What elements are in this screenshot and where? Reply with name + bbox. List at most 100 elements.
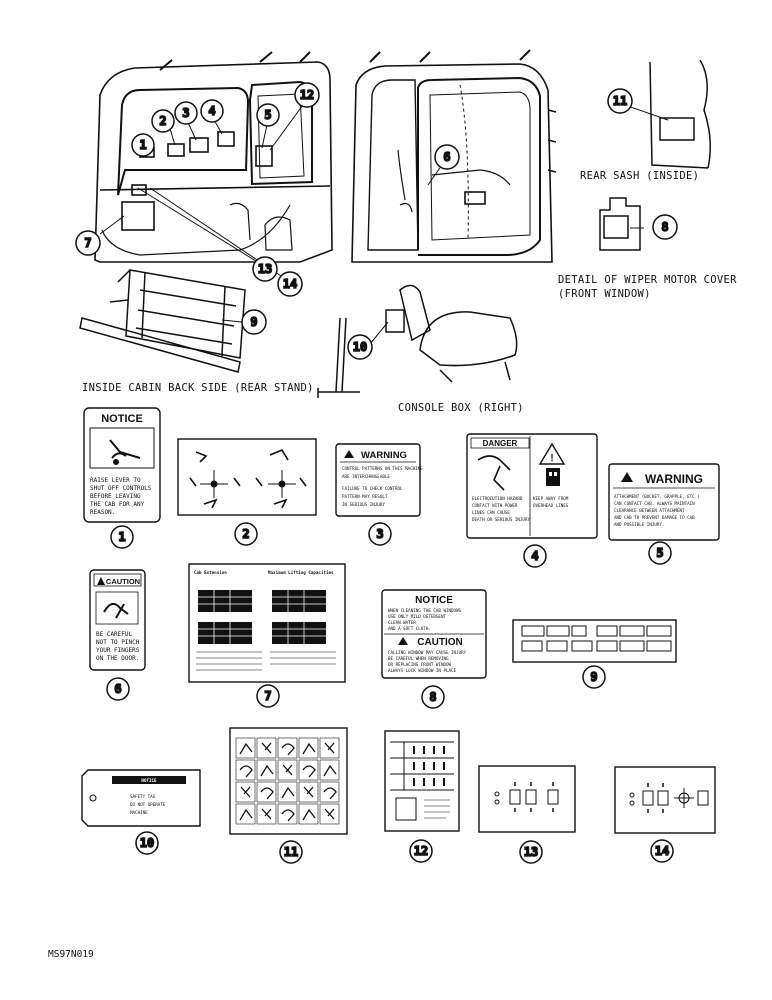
callout-13-decal: 13: [519, 840, 543, 864]
pictogram-cell: [256, 803, 277, 825]
svg-text:11: 11: [284, 845, 298, 859]
svg-text:1: 1: [139, 138, 146, 152]
callout-11-decal: 11: [279, 840, 303, 864]
decal-6-line: YOUR FINGERS: [96, 647, 140, 654]
svg-text:6: 6: [443, 150, 450, 164]
decal-11-pictogram-grid: [235, 737, 340, 825]
decal-6-title: CAUTION: [106, 577, 140, 586]
pictogram-cell: [298, 781, 319, 803]
leader-lines: [99, 97, 669, 345]
decal-3-title: WARNING: [361, 450, 407, 461]
callout-14-decal: 14: [650, 839, 674, 863]
caption-rear-sash: REAR SASH (INSIDE): [580, 170, 699, 182]
danger-exclamation-icon: !: [549, 453, 555, 464]
decal-7-tables: [198, 590, 326, 644]
console-box-view: [317, 284, 518, 398]
svg-text:14: 14: [283, 277, 297, 291]
svg-text:1: 1: [118, 530, 125, 544]
pictogram-figure: [282, 764, 293, 776]
caption-console-box: CONSOLE BOX (RIGHT): [398, 402, 524, 414]
svg-text:5: 5: [264, 108, 271, 122]
wiper-cover-detail: [599, 197, 641, 251]
decal-5: WARNING ATTACHMENT (BUCKET, GRAPPLE, ETC…: [608, 463, 720, 541]
decal-4-line: DEATH OR SERIOUS INJURY: [472, 517, 530, 522]
cab-door-side-view: [351, 49, 557, 263]
decal-1-line: BEFORE LEAVING: [90, 493, 141, 500]
pictogram-cell: [235, 781, 256, 803]
decal-1: NOTICE RAISE LEVER TO SHUT OFF CONTROLS …: [83, 407, 161, 523]
pictogram-cell: [256, 759, 277, 781]
decal-5-line: CLEARANCE BETWEEN ATTACHMENT: [614, 508, 685, 513]
decal-3-line: ARE INTERCHANGEABLE: [342, 474, 390, 479]
pictogram-cell: [298, 737, 319, 759]
decal-5-line: ATTACHMENT (BUCKET, GRAPPLE, ETC.): [614, 494, 700, 499]
svg-text:14: 14: [655, 844, 669, 858]
decal-4-line: CONTACT WITH POWER: [472, 503, 518, 508]
decal-1-line: THE CAB FOR ANY: [90, 501, 145, 508]
decal-6-line: NOT TO PINCH: [96, 639, 140, 646]
decal-1-title: NOTICE: [101, 413, 143, 425]
pictogram-figure: [324, 808, 335, 820]
callout-13: 13: [252, 256, 278, 282]
pictogram-figure: [239, 742, 253, 755]
svg-text:10: 10: [353, 340, 367, 354]
svg-text:2: 2: [242, 527, 249, 541]
cab-interior-front-view: [94, 51, 333, 263]
callout-6-decal: 6: [106, 677, 130, 701]
pictogram-cell: [277, 803, 298, 825]
decal-5-line: AND CAB TO PREVENT DAMAGE TO CAB: [614, 515, 695, 520]
decal-2: [177, 438, 317, 516]
decal-8-title2: CAUTION: [417, 637, 463, 648]
decal-4: DANGER ! ELECTROCUTION HAZARD CONTACT WI…: [466, 433, 598, 539]
callout-10-decal: 10: [135, 831, 159, 855]
callout-9-decal: 9: [582, 665, 606, 689]
pictogram-figure: [261, 808, 272, 820]
callout-12-decal: 12: [409, 839, 433, 863]
decal-7-left-head: Cab Extension: [194, 570, 227, 575]
decal-6-line: BE CAREFUL: [96, 631, 133, 638]
decal-1-line: REASON.: [90, 509, 115, 516]
decal-4-line: LINES CAN CAUSE: [472, 510, 510, 515]
callout-10: 10: [347, 334, 373, 360]
decal-8-line2: BE CAREFUL WHEN REMOVING: [388, 656, 449, 661]
decal-10: NOTICE SAFETY TAG DO NOT OPERATE MACHINE: [81, 769, 201, 827]
pictogram-figure: [261, 742, 272, 754]
svg-text:13: 13: [524, 845, 538, 859]
decal-10-line: SAFETY TAG: [130, 794, 156, 799]
svg-text:8: 8: [661, 220, 668, 234]
decal-6-line: ON THE DOOR.: [96, 655, 139, 662]
decal-12: [384, 730, 460, 832]
decal-4-line: KEEP AWAY FROM: [533, 496, 569, 501]
decal-5-line: CAN CONTACT CAB. ALWAYS MAINTAIN: [614, 501, 695, 506]
caption-wiper-line2: (FRONT WINDOW): [558, 288, 651, 300]
svg-text:4: 4: [531, 549, 538, 563]
svg-text:12: 12: [300, 88, 314, 102]
pictogram-figure: [281, 809, 295, 822]
pictogram-figure: [240, 786, 251, 798]
decal-4-line: ELECTROCUTION HAZARD: [472, 496, 523, 501]
decal-8-line: USE ONLY MILD DETERGENT: [388, 614, 446, 619]
callout-5: 5: [256, 103, 280, 127]
pictogram-figure: [281, 743, 295, 756]
callout-1: 1: [131, 133, 155, 157]
callout-8-decal: 8: [421, 685, 445, 709]
decal-14: [614, 766, 716, 834]
pictogram-cell: [298, 759, 319, 781]
callout-9: 9: [241, 309, 267, 335]
decal-8-line2: FALLING WINDOW MAY CAUSE INJURY: [388, 650, 467, 655]
decal-5-line: AND POSSIBLE INJURY.: [614, 522, 664, 527]
decal-4-line: OVERHEAD LINES: [533, 503, 569, 508]
pictogram-cell: [298, 803, 319, 825]
callout-4-decal: 4: [523, 544, 547, 568]
decal-8: NOTICE WHEN CLEANING THE CAB WINDOWS USE…: [381, 589, 487, 679]
decal-10-title: NOTICE: [141, 778, 157, 783]
svg-text:9: 9: [590, 670, 597, 684]
decal-7-right-head: Maximum Lifting Capacities: [268, 570, 334, 575]
svg-text:7: 7: [264, 689, 271, 703]
pictogram-cell: [319, 737, 340, 759]
callout-bubbles-top: 1 2 3 4 5 12 7 13 14 6 11 8 9 10: [75, 82, 678, 360]
callout-1-decal: 1: [110, 525, 134, 549]
decal-6: CAUTION BE CAREFUL NOT TO PINCH YOUR FIN…: [89, 569, 146, 671]
svg-text:12: 12: [414, 844, 428, 858]
decal-8-line: WHEN CLEANING THE CAB WINDOWS: [388, 608, 462, 613]
